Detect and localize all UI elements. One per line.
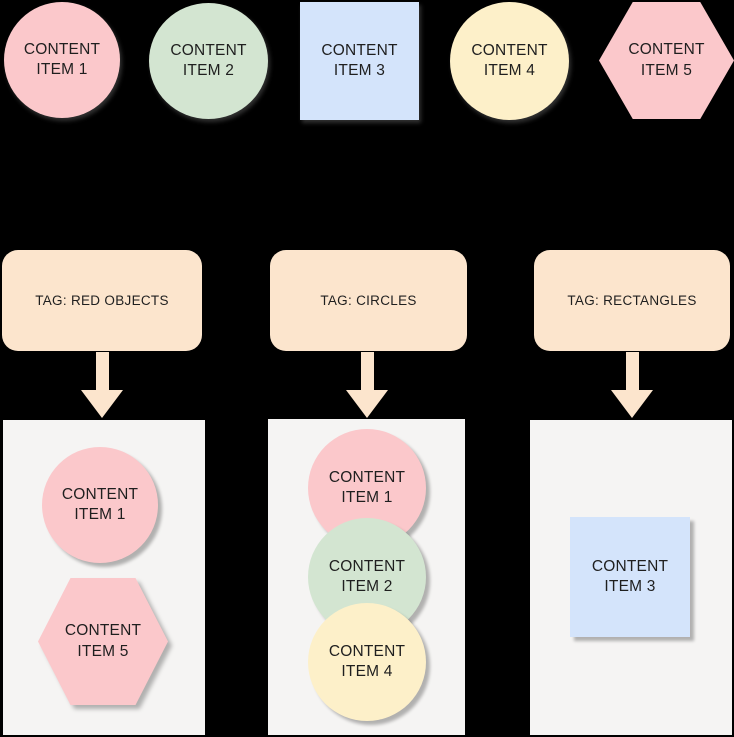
group-container-rectangles: CONTENT ITEM 3 (530, 420, 732, 735)
grouped-content-item-4-label: CONTENT ITEM 4 (328, 642, 406, 680)
down-arrow-red-objects (81, 352, 123, 418)
grouped-content-item-1-label: CONTENT ITEM 1 (328, 468, 406, 506)
top-content-item-1-circle: CONTENT ITEM 1 (4, 2, 120, 118)
down-arrow-rectangles (611, 352, 653, 418)
hexagon-shape: CONTENT ITEM 5 (599, 2, 734, 119)
top-content-item-1-label: CONTENT ITEM 1 (23, 40, 101, 78)
arrow-shaft (360, 352, 374, 390)
grouped-content-item-3-label: CONTENT ITEM 3 (591, 557, 669, 595)
arrow-shaft (625, 352, 639, 390)
arrow-head-icon (81, 390, 123, 418)
tag-rectangles: TAG: RECTANGLES (534, 250, 730, 351)
tag-red-objects: TAG: RED OBJECTS (2, 250, 202, 351)
tag-rectangles-label: TAG: RECTANGLES (567, 293, 697, 308)
top-content-item-2-circle: CONTENT ITEM 2 (149, 3, 268, 119)
arrow-head-icon (611, 390, 653, 418)
down-arrow-circles (346, 352, 388, 418)
grouped-content-item-5-hexagon: CONTENT ITEM 5 (38, 578, 168, 705)
top-content-item-4-circle: CONTENT ITEM 4 (450, 2, 569, 120)
arrow-head-icon (346, 390, 388, 418)
top-content-item-4-label: CONTENT ITEM 4 (471, 41, 548, 79)
top-content-item-3-label: CONTENT ITEM 3 (321, 41, 398, 79)
top-content-item-5-hexagon: CONTENT ITEM 5 (599, 2, 734, 119)
grouped-content-item-3-square: CONTENT ITEM 3 (570, 517, 690, 637)
grouped-content-item-2-circle: CONTENT ITEM 2 (308, 518, 426, 636)
grouped-content-item-1-label: CONTENT ITEM 1 (61, 485, 139, 523)
tag-circles: TAG: CIRCLES (270, 250, 467, 351)
tag-red-objects-label: TAG: RED OBJECTS (35, 293, 169, 308)
hexagon-shape: CONTENT ITEM 5 (38, 578, 168, 705)
group-container-red-objects: CONTENT ITEM 1 CONTENT ITEM 5 (3, 420, 205, 735)
top-content-item-2-label: CONTENT ITEM 2 (170, 41, 247, 79)
tag-circles-label: TAG: CIRCLES (320, 293, 417, 308)
grouped-content-item-5-label: CONTENT ITEM 5 (64, 622, 142, 660)
group-container-circles: CONTENT ITEM 1 CONTENT ITEM 2 CONTENT IT… (268, 419, 465, 735)
arrow-shaft (95, 352, 109, 390)
top-content-item-5-label: CONTENT ITEM 5 (628, 41, 705, 79)
grouped-content-item-2-label: CONTENT ITEM 2 (328, 557, 406, 595)
grouped-content-item-4-circle: CONTENT ITEM 4 (308, 603, 426, 721)
top-content-item-3-square: CONTENT ITEM 3 (300, 2, 419, 120)
grouped-content-item-1-circle: CONTENT ITEM 1 (42, 447, 158, 563)
